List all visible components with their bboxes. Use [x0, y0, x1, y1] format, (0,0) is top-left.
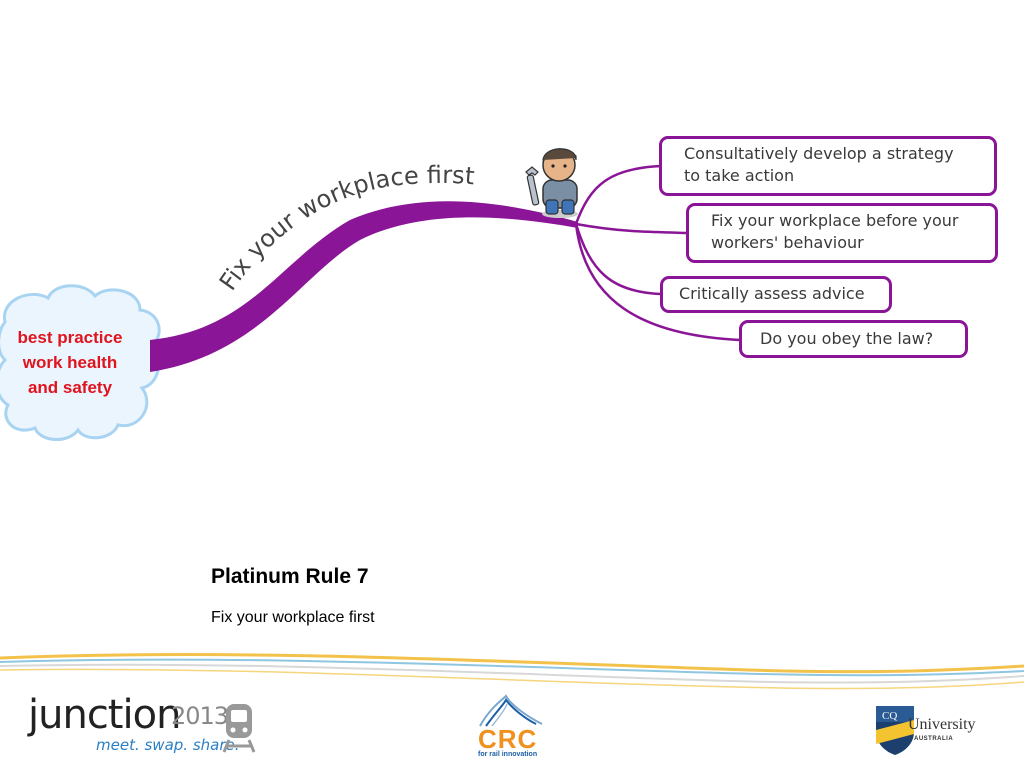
sub-branches	[574, 164, 741, 342]
junction-2013-logo: junction 2013 meet. swap. share.	[28, 692, 268, 760]
cqu-shield-icon: CQ	[876, 706, 914, 755]
node-consultatively-develop[interactable]: Consultatively develop a strategy to tak…	[659, 136, 997, 196]
cqu-shield-mark: CQ	[882, 710, 897, 722]
central-topic: best practice work health and safety	[0, 325, 140, 400]
node-text: to take action	[684, 166, 795, 185]
crc-logo: CRC for rail innovation	[470, 694, 560, 760]
node-critically-assess[interactable]: Critically assess advice	[660, 276, 892, 313]
slide-title: Platinum Rule 7	[211, 565, 369, 588]
cloud-shape	[0, 284, 161, 441]
node-text: Do you obey the law?	[760, 329, 934, 348]
mind-map: Fix your workplace first	[0, 148, 741, 441]
worker-with-wrench-icon	[525, 148, 578, 218]
node-text: Critically assess advice	[679, 284, 865, 303]
central-topic-line: best practice	[17, 328, 123, 347]
main-branch	[150, 201, 578, 372]
node-obey-law[interactable]: Do you obey the law?	[739, 320, 968, 358]
junction-logo-tagline: meet. swap. share.	[96, 736, 240, 754]
train-icon	[222, 704, 256, 753]
central-topic-line: and safety	[27, 378, 113, 397]
node-fix-workplace-before[interactable]: Fix your workplace before your workers' …	[686, 203, 998, 263]
junction-logo-year: 2013	[171, 702, 229, 730]
cqu-logo-country: AUSTRALIA	[914, 736, 954, 742]
cqu-logo-name: University	[908, 716, 976, 733]
central-topic-line: work health	[22, 353, 118, 372]
cq-university-logo: CQ University AUSTRALIA	[870, 696, 980, 760]
crc-logo-tagline: for rail innovation	[478, 751, 538, 758]
node-text: Fix your workplace before your	[711, 211, 959, 230]
crc-arch-icon	[479, 694, 543, 727]
node-text: Consultatively develop a strategy	[684, 144, 954, 163]
crc-logo-name: CRC	[478, 724, 538, 754]
footer-swoosh	[0, 653, 1024, 690]
node-text: workers' behaviour	[711, 233, 864, 252]
junction-logo-word: junction	[28, 692, 181, 738]
slide-subtitle: Fix your workplace first	[211, 609, 375, 626]
